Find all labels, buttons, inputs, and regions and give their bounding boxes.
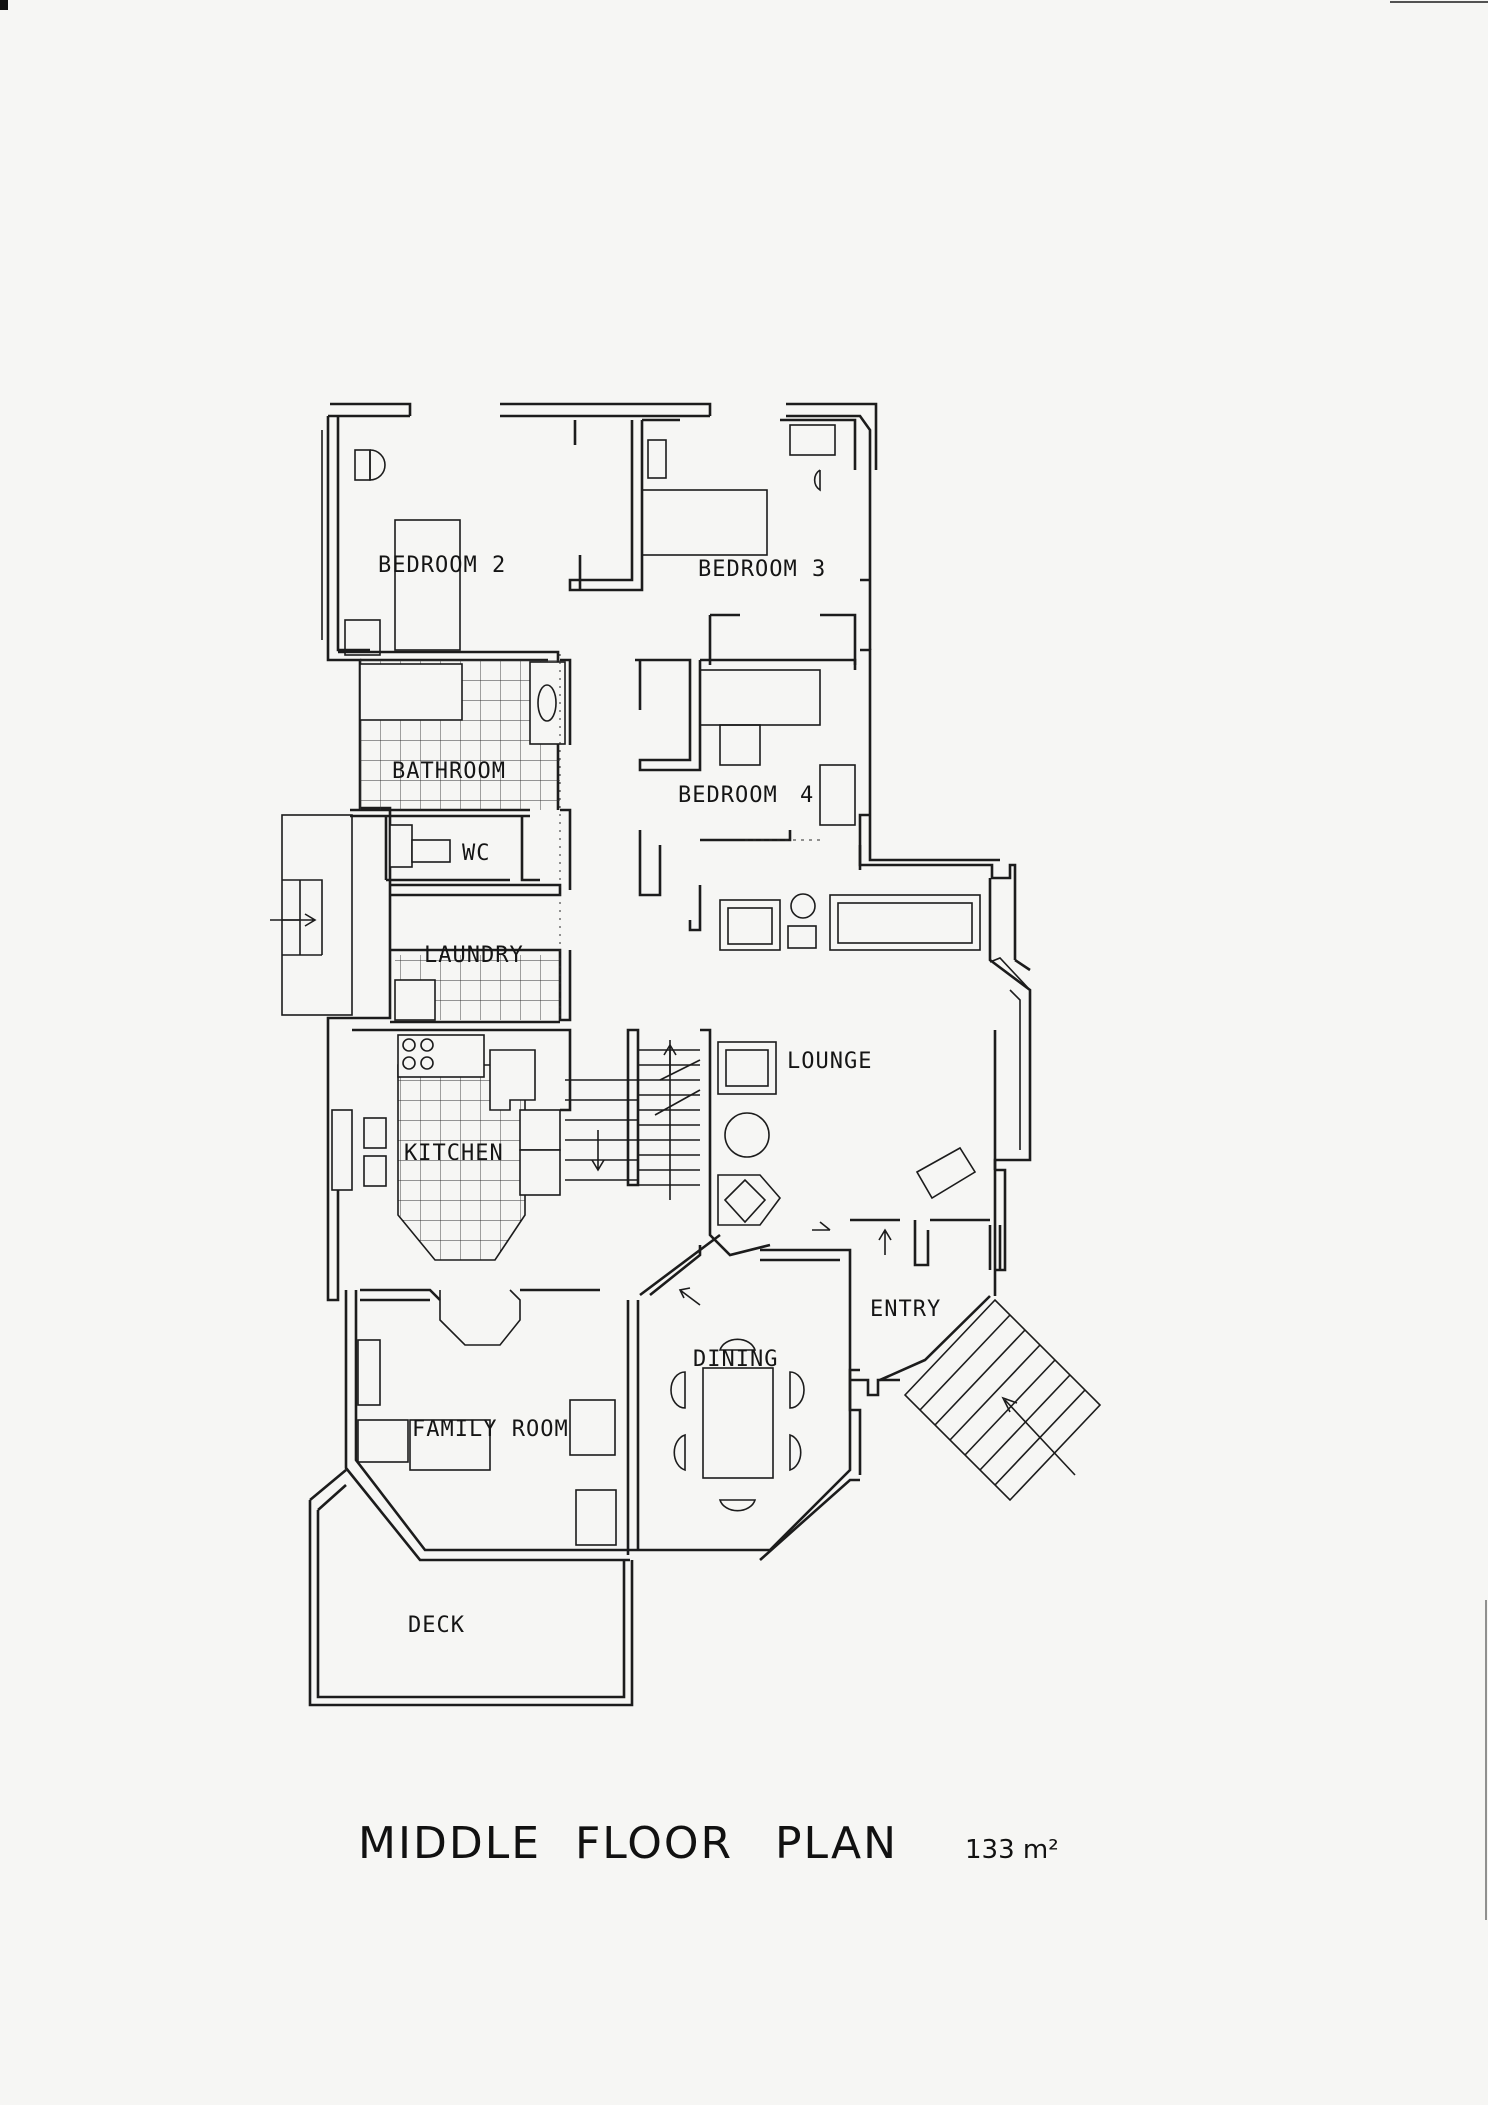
label-lounge: LOUNGE (787, 1049, 872, 1074)
floor-area: 133 m² (965, 1835, 1059, 1865)
outer-walls (326, 402, 1032, 1562)
label-family-room: FAMILY ROOM (412, 1417, 569, 1442)
room-labels: BEDROOM 2 BEDROOM 3 BEDROOM 4 BATHROOM W… (378, 553, 941, 1638)
title-word-middle: MIDDLE (358, 1818, 541, 1869)
scan-mark (0, 0, 8, 10)
label-bedroom-2: BEDROOM 2 (378, 553, 506, 578)
dining-table (702, 1367, 774, 1479)
title-word-floor: FLOOR (575, 1818, 733, 1869)
front-steps (903, 1298, 1102, 1502)
label-laundry: LAUNDRY (424, 943, 524, 968)
label-kitchen: KITCHEN (404, 1141, 504, 1166)
label-bedroom-3: BEDROOM 3 (698, 557, 826, 582)
label-wc: WC (462, 841, 491, 866)
label-bathroom: BATHROOM (392, 759, 506, 784)
label-bedroom-4-number: 4 (800, 783, 814, 808)
label-bedroom-4: BEDROOM (678, 783, 778, 808)
bed-bedroom-2 (394, 519, 461, 651)
label-deck: DECK (408, 1613, 465, 1638)
side-porch (281, 814, 353, 1016)
bed-bedroom-4 (699, 669, 821, 726)
label-entry: ENTRY (870, 1297, 941, 1322)
plan-title: MIDDLE FLOOR PLAN 133 m² (358, 1818, 1059, 1869)
bed-bedroom-3 (641, 489, 768, 556)
label-dining: DINING (693, 1347, 778, 1372)
staircase (565, 1040, 701, 1200)
title-word-plan: PLAN (775, 1818, 898, 1869)
fixtures (270, 424, 1102, 1707)
